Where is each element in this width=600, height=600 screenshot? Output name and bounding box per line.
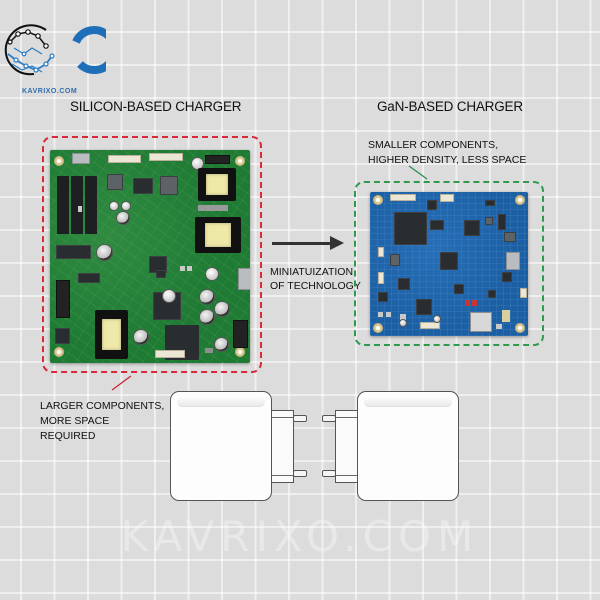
gan-charger-neck [335, 410, 358, 483]
kavrixo-logo-icon [4, 24, 106, 76]
silicon-callout: LARGER COMPONENTS, MORE SPACE REQUIRED [40, 399, 164, 444]
silicon-charger-body [170, 391, 272, 501]
silicon-callout-line-2: MORE SPACE [40, 415, 110, 427]
watermark: KAVRIXO.COM [120, 512, 480, 561]
transition-label: MINIATUIZATION OF TECHNOLOGY [270, 265, 361, 293]
silicon-charger-prong-top [293, 415, 307, 422]
silicon-charger-title: SILICON-BASED CHARGER [70, 99, 242, 114]
gan-callout: SMALLER COMPONENTS, HIGHER DENSITY, LESS… [368, 138, 526, 168]
silicon-callout-pointer [111, 375, 132, 391]
transition-label-line-2: OF TECHNOLOGY [270, 280, 361, 292]
silicon-highlight-box [42, 136, 262, 373]
right-arrow-icon [272, 242, 334, 245]
silicon-pcb [50, 150, 250, 363]
gan-charger-prong-bottom [322, 470, 336, 477]
gan-charger-prong-top [322, 415, 336, 422]
silicon-charger-prong-bottom [293, 470, 307, 477]
gan-charger-body [357, 391, 459, 501]
gan-callout-pointer [408, 165, 428, 180]
gan-callout-line-2: HIGHER DENSITY, LESS SPACE [368, 154, 527, 166]
gan-callout-line-1: SMALLER COMPONENTS, [368, 139, 499, 151]
arrow-head [330, 236, 344, 250]
gan-charger-title: GaN-BASED CHARGER [377, 99, 523, 114]
silicon-callout-line-3: REQUIRED [40, 430, 96, 442]
silicon-callout-line-1: LARGER COMPONENTS, [40, 400, 165, 412]
gan-highlight-box [354, 181, 544, 346]
transition-label-line-1: MINIATUIZATION [270, 266, 354, 278]
silicon-charger-neck [271, 410, 294, 483]
gan-pcb [370, 192, 528, 336]
logo-text: KAVRIXO.COM [22, 88, 78, 95]
